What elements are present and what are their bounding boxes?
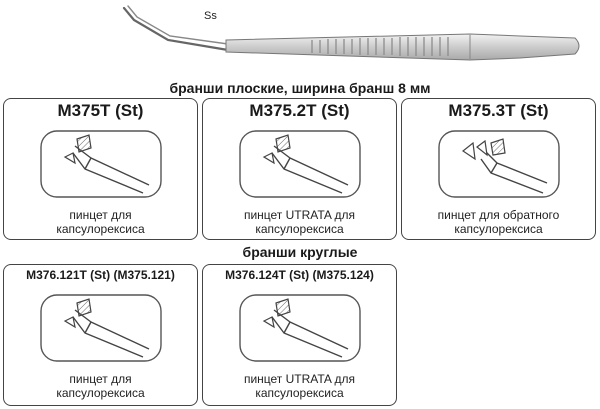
- forceps-tip-icon: [39, 293, 163, 365]
- product-desc-line2: капсулорексиса: [454, 222, 543, 236]
- product-desc-line1: пинцет для: [69, 372, 132, 386]
- product-desc-line1: пинцет UTRATA для: [243, 372, 356, 386]
- product-desc-line2: капсулорексиса: [56, 386, 145, 400]
- product-card-m376-124t: M376.124T (St) (M375.124) пинцет UTRATA …: [202, 264, 397, 406]
- product-desc-line1: пинцет для: [69, 208, 132, 222]
- hero-label: Ss: [204, 10, 217, 22]
- product-card-m376-121t: M376.121T (St) (M375.121) пинцет для кап…: [3, 264, 198, 406]
- forceps-tip-icon: [39, 129, 163, 201]
- product-desc-line2: капсулорексиса: [255, 386, 344, 400]
- product-desc-line1: пинцет для обратного: [437, 208, 560, 222]
- product-card-m375-3t: M375.3T (St) пинцет для обратного капсул…: [401, 98, 596, 240]
- product-desc-line2: капсулорексиса: [255, 222, 344, 236]
- section-title-flat: бранши плоские, ширина бранш 8 мм: [169, 80, 431, 96]
- forceps-hero-illustration: [122, 5, 580, 61]
- forceps-tip-icon: [238, 129, 362, 201]
- product-desc-line2: капсулорексиса: [56, 222, 145, 236]
- product-card-m375-2t: M375.2T (St) пинцет UTRATA для капсулоре…: [202, 98, 397, 240]
- product-code: M376.121T (St) (M375.121): [26, 268, 175, 282]
- product-desc-line1: пинцет UTRATA для: [243, 208, 356, 222]
- product-card-m375t: M375T (St) пинцет для капсулорексиса: [3, 98, 198, 240]
- product-code: M375.2T (St): [249, 101, 350, 120]
- hero-forceps: Ss: [0, 0, 600, 80]
- product-code: M376.124T (St) (M375.124): [225, 268, 374, 282]
- section-title-round: бранши круглые: [242, 244, 358, 260]
- forceps-tip-icon: [238, 293, 362, 365]
- product-code: M375.3T (St): [448, 101, 549, 120]
- reverse-forceps-tip-icon: [437, 129, 561, 201]
- product-code: M375T (St): [57, 101, 144, 120]
